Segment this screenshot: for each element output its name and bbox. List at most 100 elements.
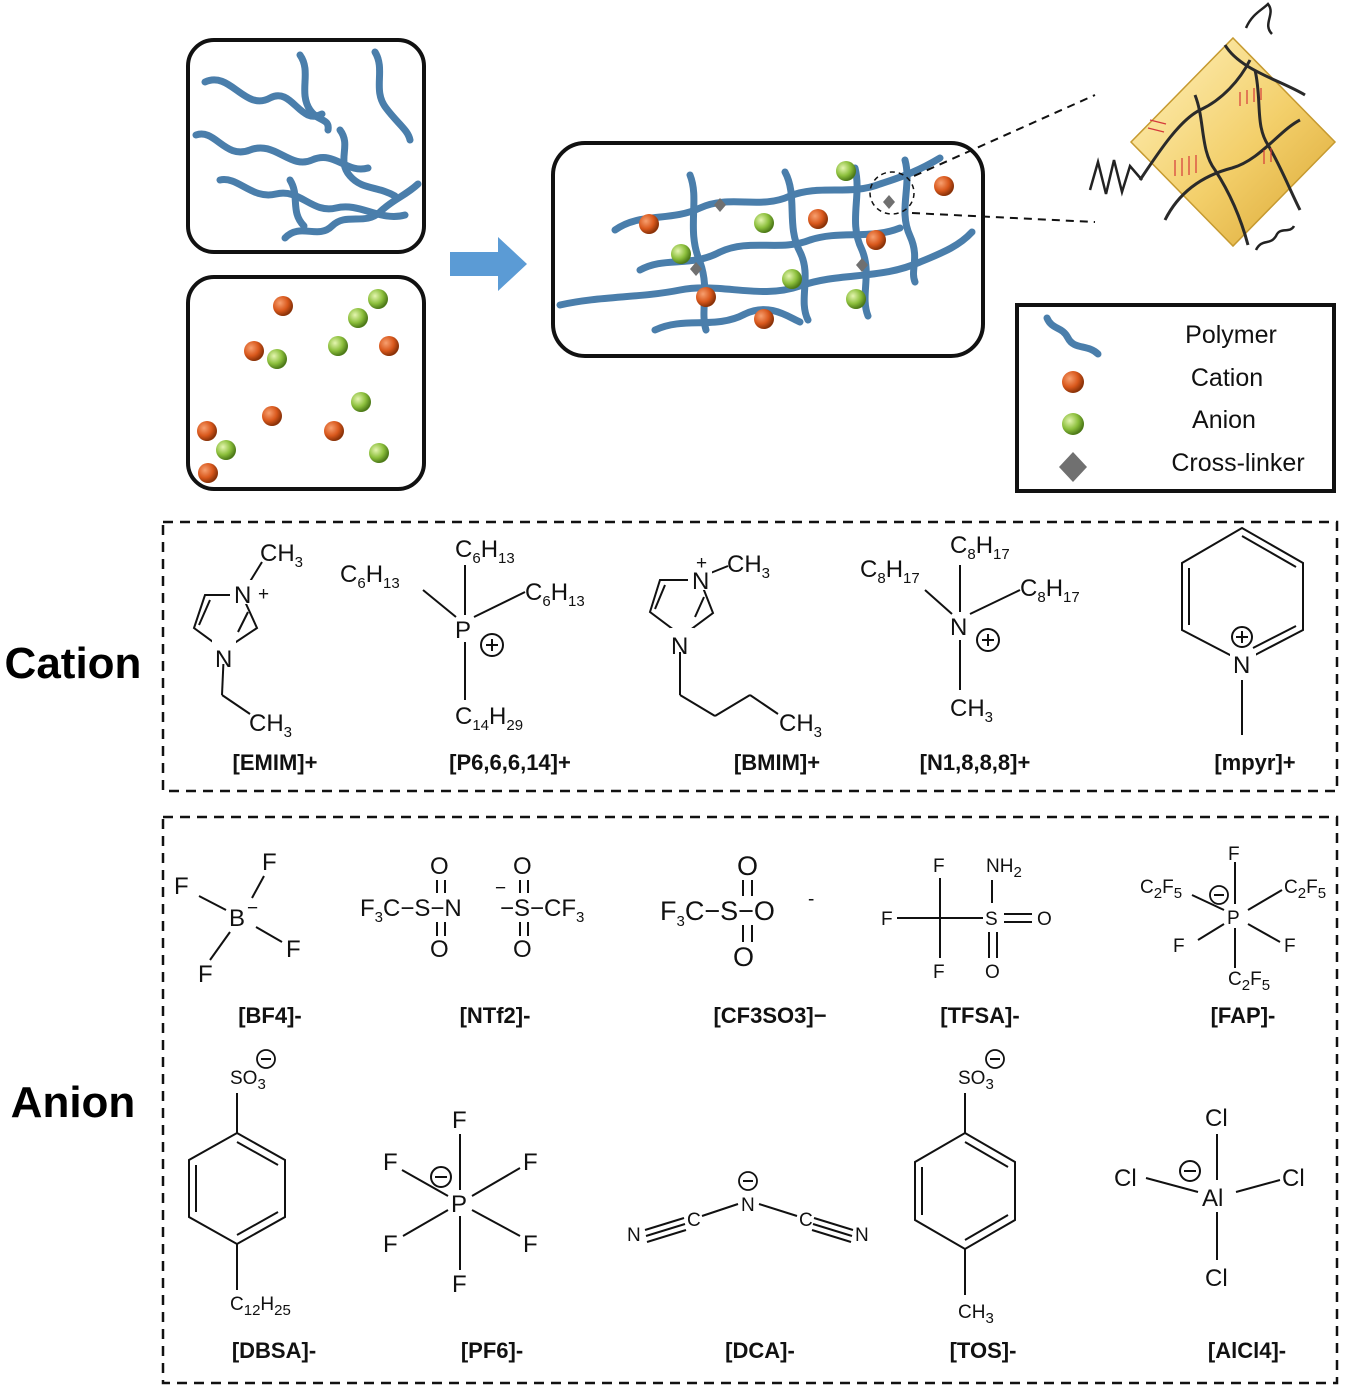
crosslink-zoom bbox=[1088, 2, 1337, 251]
svg-text:CH3: CH3 bbox=[950, 695, 993, 726]
svg-text:F: F bbox=[286, 936, 301, 963]
svg-text:Cl: Cl bbox=[1282, 1165, 1305, 1192]
svg-text:P: P bbox=[451, 1191, 467, 1218]
svg-text:N: N bbox=[1233, 652, 1250, 679]
polymer-panel bbox=[186, 38, 426, 254]
legend-polymer-swatch bbox=[1043, 314, 1102, 358]
structure-bmim: N + N CH3 CH3 bbox=[648, 551, 822, 741]
legend-cation-label: Cation bbox=[1191, 364, 1263, 392]
structure-dca: N C N C N bbox=[627, 1171, 869, 1246]
cation-label-p666-14: [P6,6,6,14]+ bbox=[449, 750, 571, 775]
svg-text:C: C bbox=[799, 1210, 813, 1231]
svg-text:CH3: CH3 bbox=[779, 710, 822, 741]
svg-text:F: F bbox=[523, 1149, 538, 1176]
anion-label-dca: [DCA]- bbox=[725, 1338, 795, 1363]
legend: Polymer Cation Anion Cross-linker bbox=[1015, 303, 1336, 493]
svg-text:O: O bbox=[985, 962, 1000, 983]
anion-label-ntf2: [NTf2]- bbox=[460, 1003, 531, 1028]
svg-text:NH2: NH2 bbox=[986, 856, 1022, 881]
svg-text:C14H29: C14H29 bbox=[455, 703, 523, 734]
legend-polymer-label: Polymer bbox=[1185, 321, 1277, 349]
svg-text:Cl: Cl bbox=[1205, 1265, 1228, 1292]
svg-text:F: F bbox=[262, 849, 277, 876]
svg-text:SO3: SO3 bbox=[958, 1068, 994, 1093]
anion-section-title: Anion bbox=[11, 1078, 136, 1127]
cation-label-n1888: [N1,8,8,8]+ bbox=[920, 750, 1031, 775]
legend-cation-swatch bbox=[1062, 371, 1084, 393]
svg-text:F: F bbox=[383, 1149, 398, 1176]
svg-text:F: F bbox=[198, 961, 213, 988]
structure-tos: SO3 CH3 bbox=[914, 1049, 1016, 1327]
svg-text:C6H13: C6H13 bbox=[455, 536, 515, 567]
anion-label-fap: [FAP]- bbox=[1211, 1003, 1276, 1028]
anion-label-dbsa: [DBSA]- bbox=[232, 1338, 316, 1363]
svg-text:C2F5: C2F5 bbox=[1284, 877, 1326, 902]
anion-label-cf3so3: [CF3SO3]− bbox=[713, 1003, 826, 1028]
ionogel-panel bbox=[551, 141, 985, 358]
svg-text:C12H25: C12H25 bbox=[230, 1294, 291, 1319]
svg-text:F3C−S−N: F3C−S−N bbox=[360, 895, 462, 926]
svg-text:O: O bbox=[513, 936, 532, 963]
svg-text:O: O bbox=[513, 853, 532, 880]
svg-text:-: - bbox=[808, 889, 814, 910]
svg-text:F: F bbox=[383, 1231, 398, 1258]
svg-text:F: F bbox=[1228, 844, 1240, 865]
anion-label-tos: [TOS]- bbox=[950, 1338, 1017, 1363]
svg-text:P: P bbox=[1227, 908, 1240, 929]
svg-text:CH3: CH3 bbox=[249, 710, 292, 741]
anion-label-pf6: [PF6]- bbox=[461, 1338, 523, 1363]
svg-text:N: N bbox=[215, 646, 232, 673]
svg-text:CH3: CH3 bbox=[958, 1302, 994, 1327]
svg-text:F: F bbox=[452, 1107, 467, 1134]
svg-text:−S−CF3: −S−CF3 bbox=[500, 895, 584, 926]
svg-text:N: N bbox=[234, 582, 251, 609]
structure-pf6: P F F F F F F bbox=[383, 1107, 538, 1298]
structure-emim: N + N CH3 CH3 bbox=[192, 540, 303, 741]
svg-text:F3C−S−O: F3C−S−O bbox=[660, 896, 775, 930]
cation-label-emim: [EMIM]+ bbox=[233, 750, 318, 775]
svg-text:+: + bbox=[696, 553, 707, 574]
legend-anion-swatch bbox=[1062, 413, 1084, 435]
svg-text:F: F bbox=[452, 1271, 467, 1298]
svg-text:CH3: CH3 bbox=[260, 540, 303, 571]
svg-text:N: N bbox=[692, 568, 709, 595]
svg-text:C: C bbox=[687, 1210, 701, 1231]
svg-text:P: P bbox=[455, 617, 471, 644]
svg-text:F: F bbox=[933, 856, 945, 877]
structure-alcl4: Al Cl Cl Cl Cl bbox=[1114, 1105, 1305, 1292]
svg-text:F: F bbox=[1284, 936, 1296, 957]
svg-text:C8H17: C8H17 bbox=[1020, 575, 1080, 606]
svg-text:SO3: SO3 bbox=[230, 1068, 266, 1093]
svg-text:O: O bbox=[733, 942, 754, 972]
svg-text:F: F bbox=[881, 909, 893, 930]
svg-text:CH3: CH3 bbox=[727, 551, 770, 582]
structure-bf4: B − F F F F bbox=[174, 849, 301, 988]
svg-text:N: N bbox=[671, 633, 688, 660]
svg-text:N: N bbox=[950, 614, 967, 641]
structure-n1888: N C8H17 C8H17 C8H17 CH3 bbox=[860, 532, 1080, 726]
svg-text:C6H13: C6H13 bbox=[340, 561, 400, 592]
anion-label-alcl4: [AlCl4]- bbox=[1208, 1338, 1286, 1363]
svg-text:Cl: Cl bbox=[1114, 1165, 1137, 1192]
structure-ntf2: F3C−S−N − −S−CF3 O O O O bbox=[360, 853, 584, 963]
svg-text:N: N bbox=[627, 1225, 641, 1246]
structure-dbsa: SO3 C12H25 bbox=[188, 1049, 291, 1319]
anion-label-bf4: [BF4]- bbox=[238, 1003, 302, 1028]
svg-text:C8H17: C8H17 bbox=[860, 556, 920, 587]
legend-crosslinker-swatch bbox=[1059, 452, 1087, 482]
svg-text:C8H17: C8H17 bbox=[950, 532, 1010, 563]
cation-label-mpyr: [mpyr]+ bbox=[1214, 750, 1295, 775]
svg-text:N: N bbox=[741, 1195, 755, 1216]
legend-anion-label: Anion bbox=[1192, 406, 1256, 434]
svg-text:F: F bbox=[174, 873, 189, 900]
structure-p666-14: P C6H13 C6H13 C6H13 C14H29 bbox=[340, 536, 585, 734]
svg-text:F: F bbox=[933, 962, 945, 983]
svg-text:O: O bbox=[430, 853, 449, 880]
cation-label-bmim: [BMIM]+ bbox=[734, 750, 820, 775]
svg-text:O: O bbox=[430, 936, 449, 963]
structure-cf3so3: F3C−S−O - O O bbox=[660, 851, 814, 972]
svg-text:C2F5: C2F5 bbox=[1140, 877, 1182, 902]
structure-mpyr: N bbox=[1181, 526, 1304, 735]
svg-text:O: O bbox=[1037, 909, 1052, 930]
